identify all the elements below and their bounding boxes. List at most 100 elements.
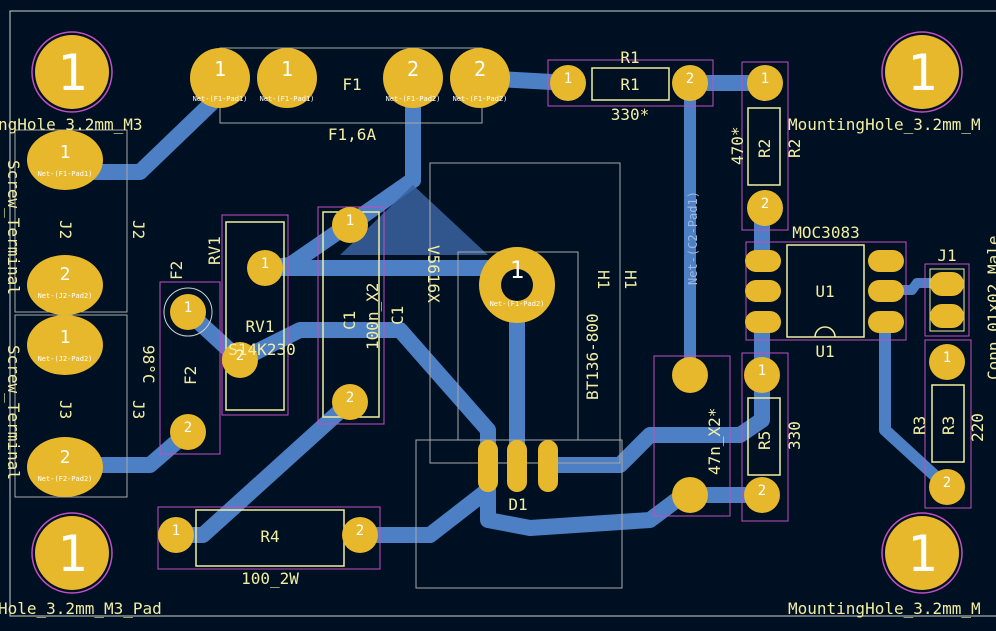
capacitor-c2: 47n_X2* <box>672 357 724 513</box>
f1-value: F1,6A <box>328 125 377 144</box>
h1-pad-net: Net-(F1-Pad2) <box>490 300 545 308</box>
f1-pad-num: 1 <box>214 57 226 81</box>
f1-pad-net: Net-(F1-Pad1) <box>193 95 248 103</box>
f1-pad: 1 Net-(F1-Pad1) <box>190 48 250 108</box>
j3-ref: J3 <box>129 400 148 419</box>
resistor-r5: 1 2 R5 330 <box>744 357 804 513</box>
j2-side-text: Screw_Terminal <box>4 160 23 295</box>
optocoupler-u1: MOC3083 U1 U1 <box>745 223 904 361</box>
d1-value: BT136-800 <box>583 313 602 400</box>
mounting-hole-br-label: MountingHole_3.2mm_M <box>788 599 981 618</box>
j3-pad2-num: 2 <box>60 447 71 468</box>
mounting-hole-tr-pad: 1 <box>907 44 937 102</box>
mounting-hole-bl: 1 <box>31 512 113 594</box>
resistor-r4: 1 2 R4 100_2W <box>158 517 378 588</box>
j3-pad1-net: Net-(J2-Pad2) <box>38 355 93 363</box>
r3-body <box>931 384 965 463</box>
rv1-pad1: 1 <box>261 256 269 272</box>
rv1-pad2: 2 <box>236 348 244 364</box>
track-r4-d1 <box>352 462 496 543</box>
rv1-courtyard <box>221 214 289 416</box>
r2-value: 470* <box>728 126 747 165</box>
j3-ref-fab: J3 <box>56 400 75 419</box>
mounting-hole-tr-label: MountingHole_3.2mm_M <box>788 115 981 134</box>
f1-ref: F1 <box>342 75 361 94</box>
mounting-hole-tl: 1 <box>31 31 113 113</box>
d1-fab <box>415 439 623 589</box>
r5-pad1: 1 <box>758 363 766 379</box>
r4-courtyard <box>157 506 381 570</box>
r1-value: 330* <box>611 105 650 124</box>
f1-pad-net: Net-(F1-Pad2) <box>386 95 441 103</box>
thermal-fuse-f2: 1 2 F2 F2 98°C <box>139 261 213 450</box>
r2-ref-fab: R2 <box>755 139 774 158</box>
j3-fab <box>14 314 128 498</box>
c1-pad1: 1 <box>346 213 354 229</box>
j2-pad1-net: Net-(F1-Pad1) <box>38 170 93 178</box>
f1-pad-num: 2 <box>407 57 419 81</box>
u1-body <box>786 244 865 338</box>
mounting-hole-tl-pad: 1 <box>57 44 87 102</box>
r4-value: 100_2W <box>241 569 299 588</box>
r2-body <box>747 107 781 186</box>
rv1-value: S14K230 <box>228 340 295 359</box>
d1-ref: D1 <box>508 495 527 514</box>
r1-pad1: 1 <box>564 71 572 87</box>
r3-value: 220 <box>968 413 987 442</box>
resistor-r2: 1 2 R2 R2 470* <box>728 65 804 226</box>
track-f2-net <box>180 304 496 468</box>
j1-outline <box>924 263 970 337</box>
mounting-hole-bl-label: Hole_3.2mm_M3_Pad <box>0 599 162 618</box>
j2-ref: J2 <box>129 220 148 239</box>
f1-pad-net: Net-(F1-Pad1) <box>260 95 315 103</box>
f2-value: 98°C <box>139 345 158 384</box>
capacitor-c1: 1 2 C1 C1 100n_X2 <box>332 207 407 420</box>
f1-pad: 2 Net-(F1-Pad2) <box>450 48 510 108</box>
mounting-hole-tl-label: ngHole_3.2mm_M3 <box>0 115 143 134</box>
r5-pad2: 2 <box>758 483 766 499</box>
heatsink-h1: 1 Net-(F1-Pad2) V5616X H1 H1 <box>424 245 640 323</box>
r1-courtyard <box>547 59 714 107</box>
f1-pad-net: Net-(F1-Pad2) <box>453 95 508 103</box>
c1-value: 100n_X2 <box>363 283 382 350</box>
r3-pad1: 1 <box>943 350 951 366</box>
c1-courtyard <box>317 206 385 425</box>
r1-ref-fab: R1 <box>620 75 639 94</box>
h1-ref: H1 <box>594 270 613 289</box>
board-edge <box>9 10 996 617</box>
r4-pad1: 1 <box>172 523 180 539</box>
rv1-ref-fab: RV1 <box>246 317 275 336</box>
f1-pad-num: 2 <box>474 57 486 81</box>
j1-ref: J1 <box>937 246 956 265</box>
j2-pad2-num: 2 <box>60 264 71 285</box>
r2-pad2: 2 <box>761 196 769 212</box>
resistor-r1: 1 2 R1 R1 330* Net-(C2-Pad1) <box>550 48 708 285</box>
triac-d1: D1 BT136-800 <box>478 313 602 514</box>
fuse-f1: 1 Net-(F1-Pad1) 1 Net-(F1-Pad1) 2 Net-(F… <box>190 48 510 144</box>
resistor-r3: 1 2 R3 R3 220 <box>910 344 987 505</box>
c1-pad2: 2 <box>346 390 354 406</box>
h1-pad-num: 1 <box>510 256 524 284</box>
j1-body <box>929 268 965 332</box>
j2-ref-fab: J2 <box>56 220 75 239</box>
connector-j1: J1 Conn_01x02_Male <box>930 236 996 380</box>
r4-pad2: 2 <box>356 523 364 539</box>
j2-pad1-num: 1 <box>60 142 71 163</box>
c2-courtyard <box>653 355 731 517</box>
f2-pad1: 1 <box>184 300 192 316</box>
r1-pad2: 2 <box>686 71 694 87</box>
j2-pad2-net: Net-(J2-Pad2) <box>38 292 93 300</box>
h1-value: V5616X <box>424 245 443 303</box>
u1-ref-fab: U1 <box>815 282 834 301</box>
mounting-holes: 1 1 1 1 ngHole_3.2mm_M3 MountingHole_3.2… <box>0 31 981 618</box>
r5-ref: R5 <box>755 431 774 450</box>
r4-ref: R4 <box>260 527 279 546</box>
f1-pad: 2 Net-(F1-Pad2) <box>383 48 443 108</box>
r3-ref: R3 <box>910 416 929 435</box>
mounting-hole-tr: 1 <box>881 31 963 113</box>
f2-pad2: 2 <box>184 420 192 436</box>
c2-value: 47n_X2* <box>705 408 724 475</box>
r3-pad2: 2 <box>943 475 951 491</box>
connector-j2: 1 Net-(F1-Pad1) 2 Net-(J2-Pad2) J2 J2 Sc… <box>4 130 148 315</box>
